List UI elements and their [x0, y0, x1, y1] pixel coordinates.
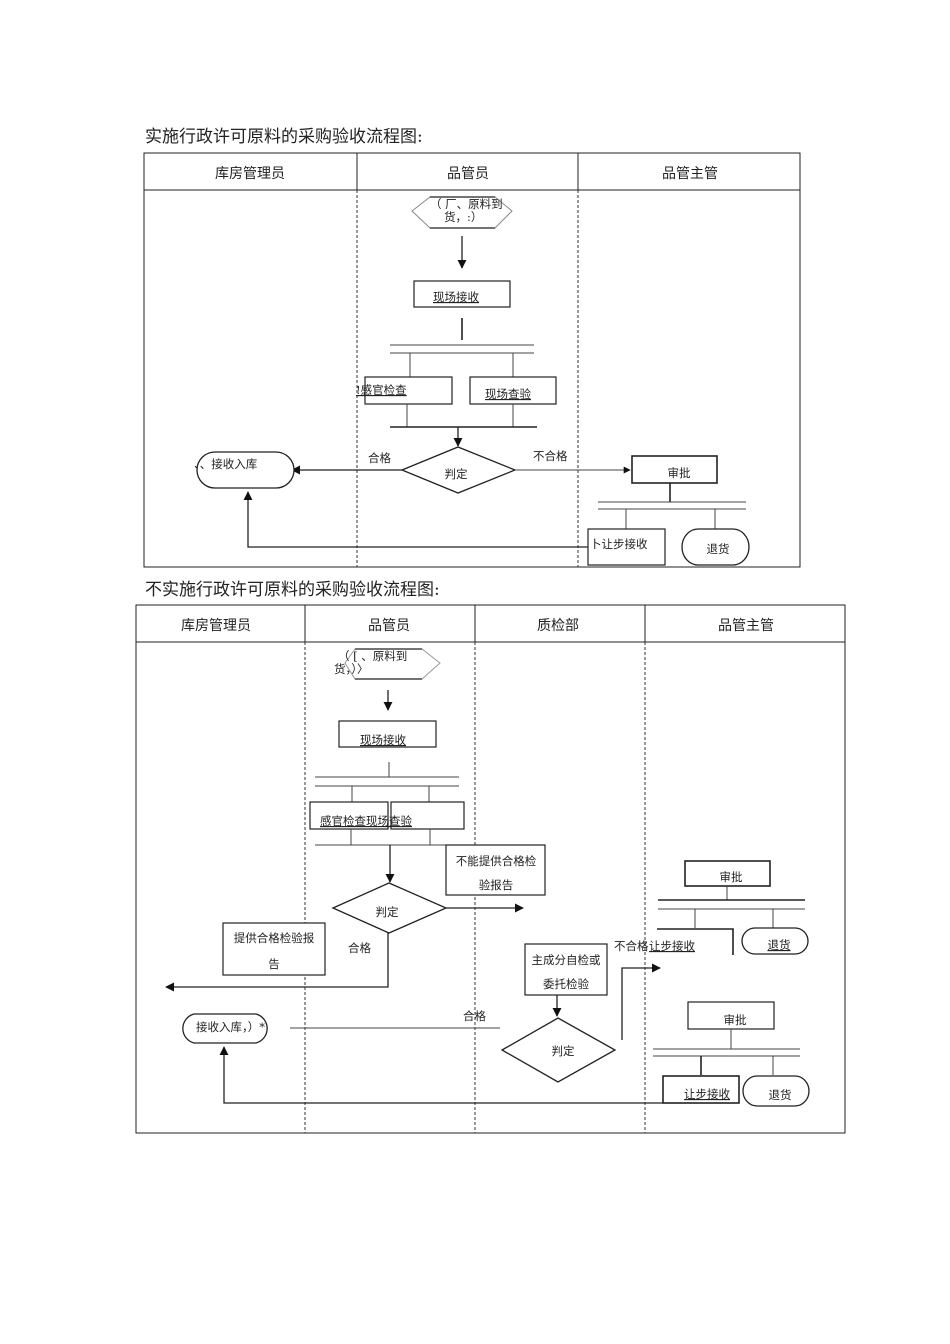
- d1-fail-label: 不合格: [533, 449, 568, 463]
- d1-return-terminal: [681, 528, 750, 566]
- d2-concession1-text: 让步接收: [649, 939, 695, 953]
- d1-approve-box: [631, 455, 718, 484]
- d1-lane-qc-staff: 品管员: [447, 166, 489, 182]
- d2-store-terminal: [182, 1013, 268, 1044]
- d2-sensory-box: [309, 801, 389, 830]
- d1-concession-text: 卜让步接收: [590, 537, 648, 551]
- d2-arrow-pass1: [165, 933, 389, 992]
- d2-fail2-label: 不合格: [614, 939, 649, 953]
- d2-frame: [135, 604, 846, 1134]
- d2-return2-terminal: [742, 1075, 810, 1107]
- d2-approve2-text: 审批: [724, 1013, 747, 1027]
- d1-sensory-check-box: [364, 376, 453, 405]
- d2-sensory-onsite-text: 感官检查现场查验: [320, 814, 412, 828]
- d2-concession2-box: [662, 1075, 740, 1104]
- d2-pass2-label: 合格: [463, 1009, 486, 1023]
- d1-concession-box: [587, 528, 666, 566]
- d1-frame: [143, 152, 801, 568]
- d2-report-text-2: 告: [268, 957, 280, 971]
- d1-judge-text: 判定: [445, 467, 468, 481]
- d2-return2-text: 退货: [769, 1088, 792, 1102]
- d2-report-text-1: 提供合格检验报: [234, 931, 315, 945]
- d1-start-text-1: （ 厂、原料到: [430, 197, 503, 211]
- d2-pass1-label: 合格: [348, 941, 371, 955]
- d1-approve-text: 审批: [668, 466, 691, 480]
- d2-concession2-text: 让步接收: [684, 1087, 730, 1101]
- d2-selftest-text-1: 主成分自检或: [532, 953, 601, 967]
- d2-judge2-diamond: [500, 1017, 617, 1083]
- d2-report-box: [222, 922, 326, 976]
- d1-sensory-check-text: !感官检查: [356, 383, 407, 397]
- d1-arrow-concession-store: [243, 491, 588, 548]
- d2-no-report-text-1: 不能提供合格检: [456, 854, 537, 868]
- d1-start-text-2: 货，:）: [444, 210, 482, 224]
- d1-store-text: 、、接收入库: [194, 457, 257, 471]
- d1-onsite-inspect-text: 现场查验: [485, 387, 531, 401]
- d1-lane-qc-supervisor: 品管主管: [662, 166, 718, 182]
- d2-arrow-fail2: [621, 963, 661, 1040]
- d2-start-text-1: （ [ 、原料到: [338, 649, 407, 663]
- d2-lane-warehouse: 库房管理员: [181, 618, 251, 634]
- d2-lane-qc-staff: 品管员: [368, 618, 410, 634]
- diagram2-title: 不实施行政许可原料的采购验收流程图:: [145, 580, 440, 600]
- d2-start-text-2: 货，）〉: [334, 662, 369, 676]
- d2-concession1-box: [657, 928, 734, 955]
- d1-pass-label: 合格: [368, 451, 391, 465]
- diagram1: 库房管理员 品管员 品管主管 （ 厂、原料到 货，:） 现场接收 !感官检查 现…: [143, 152, 801, 568]
- d2-return1-terminal: [741, 927, 809, 955]
- d1-onsite-receive-text: 现场接收: [433, 290, 479, 304]
- diagram2: 库房管理员 品管员 质检部 品管主管 （ [ 、原料到 货，）〉 现场接收 感官…: [135, 604, 846, 1134]
- d1-lane-warehouse: 库房管理员: [215, 166, 285, 182]
- d2-onsite-receive-text: 现场接收: [360, 733, 406, 747]
- d1-return-text: 退货: [707, 542, 730, 556]
- d1-start-edges: [430, 196, 495, 229]
- d2-lane-qc-supervisor: 品管主管: [718, 618, 774, 634]
- d2-no-report-text-2: 验报告: [479, 878, 514, 892]
- d2-arrow-concession2-store: [219, 1046, 663, 1104]
- d2-onsite-receive-box: [338, 720, 437, 748]
- d2-lane-qa-dept: 质检部: [537, 618, 579, 634]
- d1-store-terminal: [196, 451, 295, 489]
- d2-selftest-text-2: 委托检验: [543, 977, 589, 991]
- d2-start-edges: [355, 648, 422, 680]
- d2-store-text: 接收入库，）*: [196, 1020, 265, 1034]
- d2-judge2-text: 判定: [552, 1044, 575, 1058]
- d2-judge1-text: 判定: [376, 905, 399, 919]
- d2-selftest-box: [524, 943, 608, 996]
- d2-onsite-inspect-box: [390, 801, 465, 830]
- d2-approve1-text: 审批: [720, 870, 743, 884]
- diagram1-title: 实施行政许可原料的采购验收流程图:: [145, 127, 423, 147]
- d2-no-report-box: [445, 844, 546, 896]
- d2-return1-text: 退货: [768, 938, 791, 952]
- d1-onsite-receive-box: [413, 280, 511, 308]
